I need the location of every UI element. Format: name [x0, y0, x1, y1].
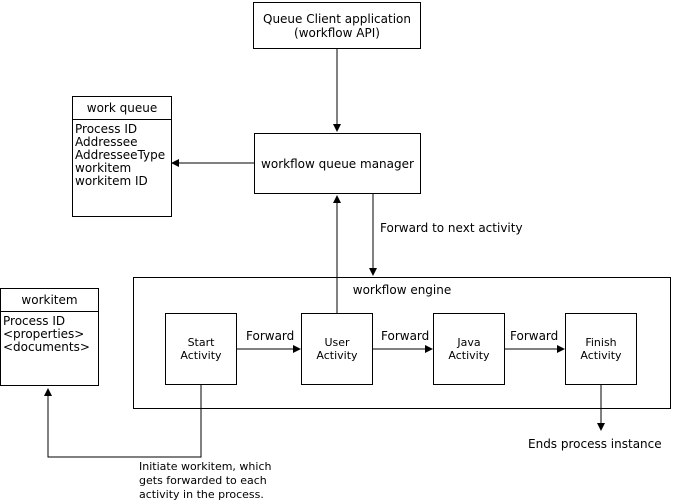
- queue-client-line1: Queue Client application: [263, 11, 411, 26]
- work-queue-field: AddresseeType: [75, 148, 166, 162]
- workflow-engine-box: workflow engine: [133, 277, 671, 409]
- java-activity-line1: Java: [457, 336, 481, 349]
- queue-client-line2: (workflow API): [294, 25, 380, 40]
- workitem-title: workitem: [1, 289, 98, 312]
- work-queue-field: workitem: [75, 161, 132, 175]
- initiate-note-line: Initiate workitem, which: [139, 460, 272, 473]
- ends-process-label: Ends process instance: [528, 437, 662, 451]
- initiate-note-line: activity in the process.: [139, 488, 264, 501]
- start-activity-box: Start Activity: [165, 313, 237, 385]
- start-activity-line2: Activity: [180, 349, 222, 362]
- finish-activity-box: Finish Activity: [565, 313, 637, 385]
- work-queue-field: workitem ID: [75, 174, 148, 188]
- user-activity-line1: User: [324, 336, 350, 349]
- user-activity-box: User Activity: [301, 313, 373, 385]
- arrow-start-to-workitem: [44, 385, 202, 458]
- user-activity-line2: Activity: [316, 349, 358, 362]
- work-queue-fields: Process ID Addressee AddresseeType worki…: [75, 123, 165, 188]
- forward-label: Forward: [381, 329, 430, 343]
- work-queue-title: work queue: [73, 97, 171, 120]
- forward-label: Forward: [510, 329, 559, 343]
- finish-activity-line1: Finish: [585, 336, 617, 349]
- forward-next-label: Forward to next activity: [380, 221, 523, 235]
- work-queue-field: Process ID: [75, 122, 138, 136]
- java-activity-line2: Activity: [448, 349, 490, 362]
- start-activity-line1: Start: [187, 336, 215, 349]
- workitem-box: workitem Process ID <properties> <docume…: [0, 288, 99, 386]
- workitem-field: Process ID: [3, 314, 66, 328]
- initiate-note: Initiate workitem, which gets forwarded …: [139, 460, 271, 502]
- initiate-note-line: gets forwarded to each: [139, 474, 267, 487]
- work-queue-box: work queue Process ID Addressee Addresse…: [72, 96, 172, 217]
- queue-manager-label: workflow queue manager: [261, 156, 414, 171]
- workitem-fields: Process ID <properties> <documents>: [3, 315, 90, 354]
- finish-activity-line2: Activity: [580, 349, 622, 362]
- workitem-field: <properties>: [3, 327, 85, 341]
- forward-label: Forward: [246, 329, 295, 343]
- workflow-engine-label: workflow engine: [352, 283, 452, 297]
- java-activity-box: Java Activity: [433, 313, 505, 385]
- work-queue-field: Addressee: [75, 135, 138, 149]
- queue-manager-box: workflow queue manager: [254, 133, 421, 194]
- queue-client-box: Queue Client application (workflow API): [253, 2, 421, 49]
- workitem-field: <documents>: [3, 340, 90, 354]
